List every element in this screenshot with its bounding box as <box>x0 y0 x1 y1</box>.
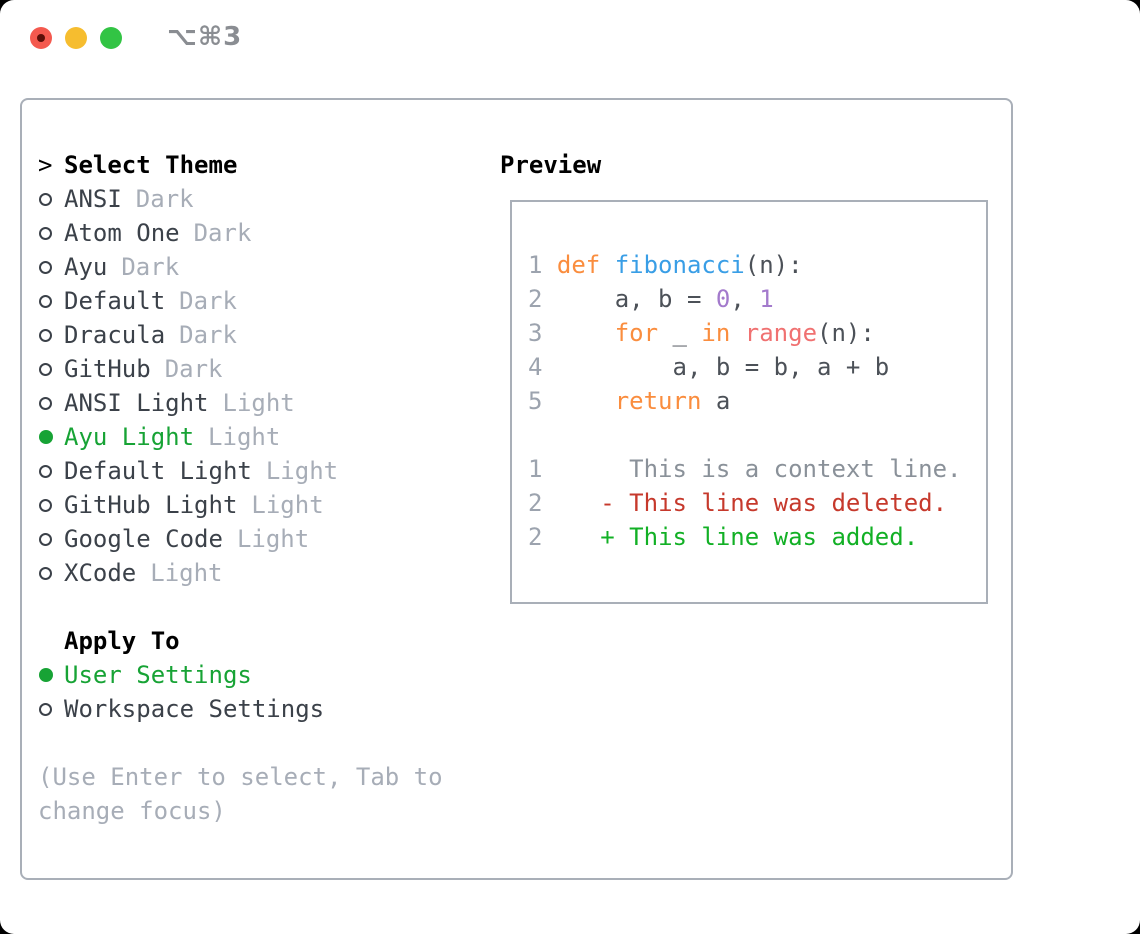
theme-variant-badge: Dark <box>135 185 194 213</box>
theme-option[interactable]: XCode Light <box>38 556 443 590</box>
theme-option[interactable]: Ayu Dark <box>38 250 443 284</box>
theme-variant-badge: Light <box>265 457 339 485</box>
option-label: Ayu <box>64 253 108 281</box>
option-label: Atom One <box>64 219 180 247</box>
hint-text-line-2: change focus) <box>38 797 226 825</box>
apply-to-header: Apply To <box>38 624 443 658</box>
option-label: GitHub <box>64 355 151 383</box>
apply-to-title: Apply To <box>64 627 180 655</box>
prompt-icon: > <box>38 151 53 179</box>
code-line: 3 for _ in range(n): <box>528 319 875 347</box>
hint-text-line-1: (Use Enter to select, Tab to <box>38 763 443 791</box>
minimize-button[interactable] <box>65 27 87 49</box>
theme-variant-badge: Light <box>222 389 295 417</box>
theme-option[interactable]: ANSI Dark <box>38 182 443 216</box>
theme-variant-badge: Dark <box>179 321 237 349</box>
theme-option[interactable]: Atom One Dark <box>38 216 443 250</box>
theme-option[interactable]: GitHub Dark <box>38 352 443 386</box>
apply-target-option[interactable]: Workspace Settings <box>38 692 443 726</box>
radio-icon <box>38 464 64 478</box>
radio-icon <box>38 498 64 512</box>
option-label: XCode <box>64 559 137 587</box>
theme-picker-header: > Select Theme <box>38 148 443 182</box>
theme-variant-badge: Light <box>150 559 223 587</box>
radio-selected-icon <box>38 668 64 682</box>
theme-variant-badge: Light <box>208 423 281 451</box>
window-title: ⌥⌘3 <box>167 22 243 52</box>
radio-icon <box>38 532 64 546</box>
theme-picker-title: Select Theme <box>64 151 238 179</box>
theme-option[interactable]: GitHub Light Light <box>38 488 443 522</box>
close-button[interactable] <box>30 27 52 49</box>
theme-option[interactable]: Dracula Dark <box>38 318 443 352</box>
code-preview-box: 1 def fibonacci(n): 2 a, b = 0, 1 3 for _ … <box>510 200 988 604</box>
radio-icon <box>38 702 64 716</box>
theme-variant-badge: Dark <box>193 219 252 247</box>
radio-icon <box>38 362 64 376</box>
theme-option[interactable]: Ayu Light Light <box>38 420 443 454</box>
option-label: Default <box>64 287 166 315</box>
theme-option[interactable]: Default Dark <box>38 284 443 318</box>
theme-variant-badge: Light <box>251 491 324 519</box>
zoom-button[interactable] <box>100 27 122 49</box>
radio-icon <box>38 192 64 206</box>
theme-variant-badge: Light <box>236 525 310 553</box>
option-label: Dracula <box>64 321 166 349</box>
theme-option[interactable]: Google Code Light <box>38 522 443 556</box>
code-line: 5 return a <box>528 387 731 415</box>
option-label: Workspace Settings <box>64 695 325 723</box>
code-line: 2 + This line was added. <box>528 523 919 551</box>
traffic-lights <box>30 27 122 49</box>
option-label: Default Light <box>64 457 252 485</box>
unsaved-changes-dot <box>37 34 45 42</box>
option-label: ANSI Light <box>64 389 209 417</box>
code-preview: 1 def fibonacci(n): 2 a, b = 0, 1 3 for _ … <box>528 248 986 554</box>
radio-icon <box>38 226 64 240</box>
code-line: 2 a, b = 0, 1 <box>528 285 774 313</box>
option-label: ANSI <box>64 185 122 213</box>
option-label: User Settings <box>64 661 252 689</box>
option-label: Ayu Light <box>64 423 195 451</box>
preview-title: Preview <box>500 151 602 179</box>
theme-option[interactable]: ANSI Light Light <box>38 386 443 420</box>
option-label: Google Code <box>64 525 223 553</box>
radio-icon <box>38 328 64 342</box>
apply-target-option[interactable]: User Settings <box>38 658 443 692</box>
theme-option[interactable]: Default Light Light <box>38 454 443 488</box>
spacer <box>38 590 443 624</box>
option-label: GitHub Light <box>64 491 238 519</box>
code-line: 1 def fibonacci(n): <box>528 251 803 279</box>
code-line: 2 - This line was deleted. <box>528 489 948 517</box>
theme-variant-badge: Dark <box>121 253 180 281</box>
spacer <box>38 726 443 760</box>
theme-variant-badge: Dark <box>164 355 223 383</box>
radio-icon <box>38 260 64 274</box>
radio-icon <box>38 294 64 308</box>
theme-variant-badge: Dark <box>179 287 237 315</box>
radio-selected-icon <box>38 430 64 444</box>
code-line: 1 This is a context line. <box>528 455 962 483</box>
radio-icon <box>38 396 64 410</box>
radio-icon <box>38 566 64 580</box>
code-line: 4 a, b = b, a + b <box>528 353 890 381</box>
code-blank-line <box>528 418 986 452</box>
